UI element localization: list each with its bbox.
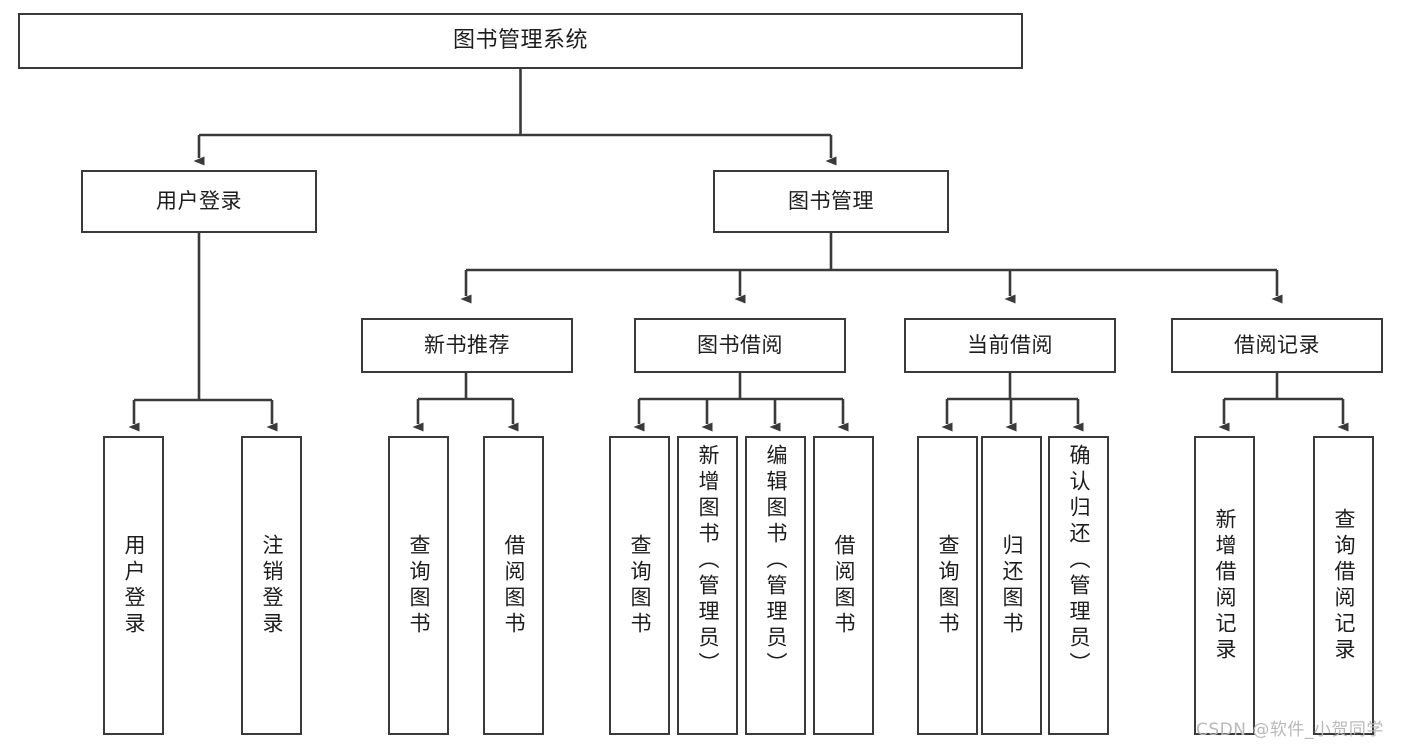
node-leaf-borrow-book-1[interactable]: 借阅图书: [483, 436, 544, 735]
node-root-label: 图书管理系统: [452, 27, 588, 53]
node-leaf-confirm-return-label: 确认归还（管理员）: [1067, 444, 1091, 678]
node-leaf-user-login[interactable]: 用户登录: [103, 436, 164, 735]
node-leaf-query-book-2[interactable]: 查询图书: [609, 436, 670, 735]
node-leaf-logout-label: 注销登录: [260, 533, 284, 638]
node-leaf-logout[interactable]: 注销登录: [241, 436, 302, 735]
node-leaf-query-book-3-label: 查询图书: [936, 533, 960, 638]
node-leaf-query-book-1[interactable]: 查询图书: [388, 436, 449, 735]
node-leaf-borrow-book-2[interactable]: 借阅图书: [813, 436, 874, 735]
node-leaf-add-record[interactable]: 新增借阅记录: [1194, 436, 1255, 735]
node-current-borrow[interactable]: 当前借阅: [904, 318, 1116, 373]
node-leaf-user-login-label: 用户登录: [122, 533, 146, 638]
node-leaf-edit-book-label: 编辑图书（管理员）: [764, 444, 788, 678]
node-leaf-return-book-label: 归还图书: [1000, 533, 1024, 638]
node-new-book-recommend[interactable]: 新书推荐: [361, 318, 573, 373]
node-leaf-query-record-label: 查询借阅记录: [1332, 507, 1356, 664]
node-root[interactable]: 图书管理系统: [18, 13, 1023, 69]
node-user-login-label: 用户登录: [156, 188, 242, 213]
node-borrow-record[interactable]: 借阅记录: [1171, 318, 1383, 373]
node-book-management[interactable]: 图书管理: [713, 170, 949, 233]
node-book-management-label: 图书管理: [788, 188, 874, 213]
node-user-login[interactable]: 用户登录: [81, 170, 317, 233]
node-leaf-confirm-return[interactable]: 确认归还（管理员）: [1048, 436, 1109, 735]
node-leaf-borrow-book-1-label: 借阅图书: [502, 533, 526, 638]
node-leaf-query-book-3[interactable]: 查询图书: [917, 436, 978, 735]
watermark: CSDN @软件_小贺同学: [1196, 720, 1384, 740]
node-leaf-query-book-1-label: 查询图书: [407, 533, 431, 638]
node-leaf-edit-book[interactable]: 编辑图书（管理员）: [745, 436, 806, 735]
node-leaf-add-record-label: 新增借阅记录: [1213, 507, 1237, 664]
node-leaf-add-book[interactable]: 新增图书（管理员）: [677, 436, 738, 735]
node-leaf-query-book-2-label: 查询图书: [628, 533, 652, 638]
node-leaf-add-book-label: 新增图书（管理员）: [696, 444, 720, 678]
node-leaf-borrow-book-2-label: 借阅图书: [832, 533, 856, 638]
node-book-borrow[interactable]: 图书借阅: [634, 318, 846, 373]
node-leaf-return-book[interactable]: 归还图书: [981, 436, 1042, 735]
node-book-borrow-label: 图书借阅: [697, 332, 783, 357]
node-current-borrow-label: 当前借阅: [967, 332, 1053, 357]
node-leaf-query-record[interactable]: 查询借阅记录: [1313, 436, 1374, 735]
node-borrow-record-label: 借阅记录: [1234, 332, 1320, 357]
node-new-book-recommend-label: 新书推荐: [424, 332, 510, 357]
